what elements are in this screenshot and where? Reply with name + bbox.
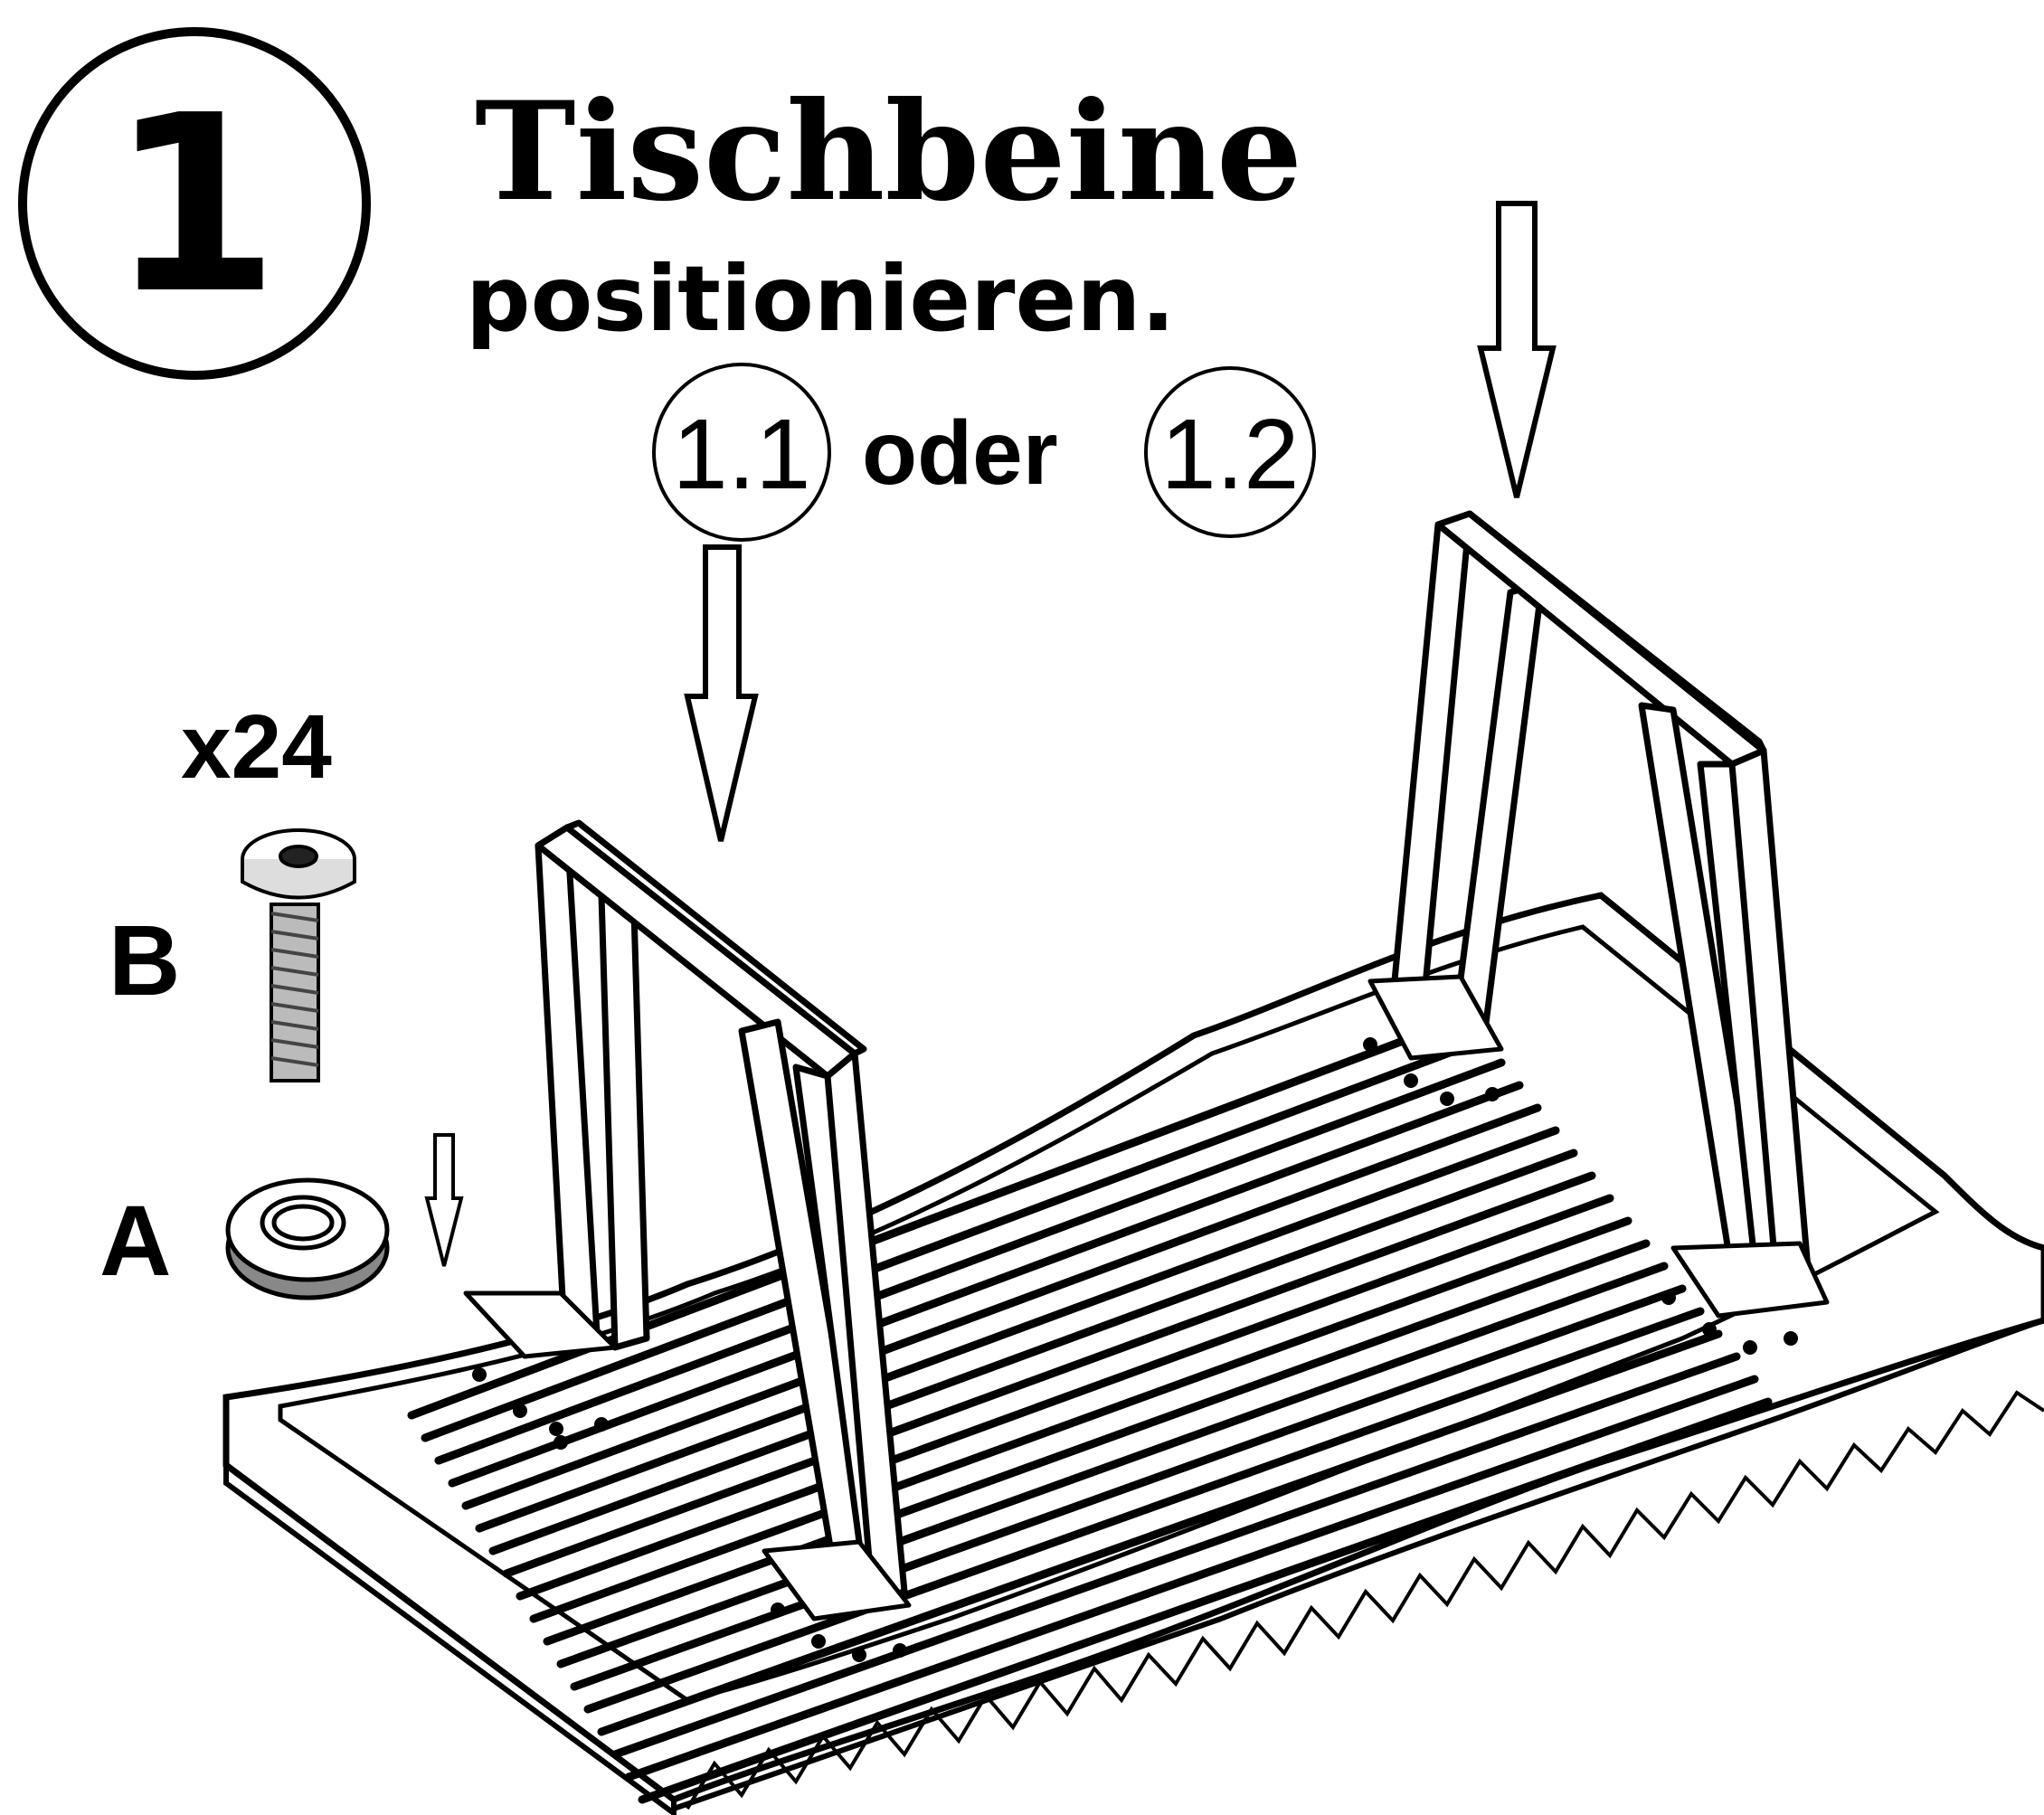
step-subtitle: positionieren. bbox=[466, 246, 1175, 352]
option-1-1-label: 1.1 bbox=[673, 399, 811, 510]
bolt-label: B bbox=[109, 905, 180, 1016]
washer-icon bbox=[225, 1177, 390, 1300]
table-leg-frame bbox=[463, 819, 912, 1621]
step-number-circle bbox=[18, 27, 371, 380]
down-arrow-icon bbox=[424, 1133, 464, 1267]
table-leg-frame bbox=[1367, 510, 1830, 1319]
step-title: Tischbeine bbox=[475, 72, 1302, 232]
down-arrow-icon bbox=[1477, 201, 1557, 498]
table-edge-pattern bbox=[686, 1390, 2044, 1810]
option-connector: oder bbox=[862, 402, 1058, 504]
bolt-icon bbox=[241, 828, 356, 1082]
screw-holes bbox=[472, 1037, 1798, 1662]
parts-quantity: x24 bbox=[181, 696, 332, 798]
table-slats bbox=[407, 1013, 1773, 1804]
washer-label: A bbox=[99, 1186, 171, 1297]
option-1-2-label: 1.2 bbox=[1161, 399, 1300, 510]
down-arrow-icon bbox=[684, 544, 759, 842]
option-1-2-circle bbox=[1144, 366, 1316, 538]
step-number: 1 bbox=[109, 62, 279, 347]
table-top bbox=[222, 892, 2044, 1815]
option-1-1-circle bbox=[652, 363, 831, 542]
